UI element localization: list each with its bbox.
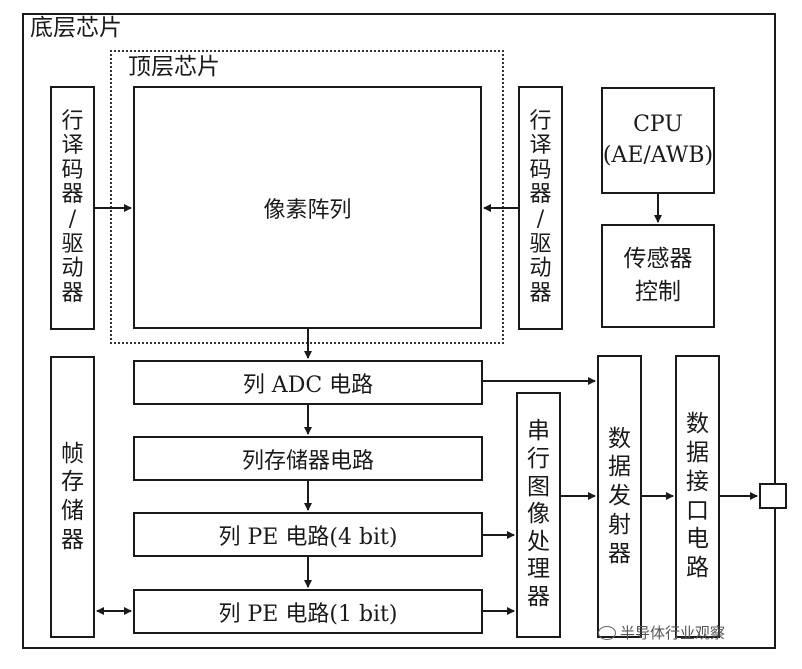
serial-proc-char: 图 — [527, 473, 550, 500]
row-decoder-right-char: 器 — [529, 182, 552, 208]
col-memory-circuit: 列存储器电路 — [133, 436, 483, 481]
row-decoder-right-char: / — [536, 207, 545, 232]
sensor-control-label-2: 控制 — [635, 279, 681, 305]
row-decoder-left-char: 器 — [61, 280, 84, 306]
serial-proc-char: 串 — [527, 418, 550, 445]
data-if-char: 数 — [686, 411, 709, 438]
row-decoder-right: 行 译 码 器 / 驱 动 器 — [518, 86, 563, 330]
data-tx-char: 射 — [608, 511, 631, 538]
row-decoder-left-char: 码 — [61, 157, 84, 183]
frame-memory-char: 储 — [61, 498, 84, 524]
watermark: 半导体行业观察 — [598, 622, 725, 643]
sensor-control-label-1: 传感器 — [623, 245, 693, 272]
top-chip-title: 顶层芯片 — [128, 54, 220, 80]
pe-4bit-label: 列 PE 电路(4 bit) — [218, 524, 398, 550]
serial-proc-char: 行 — [527, 446, 550, 473]
data-if-char: 路 — [686, 555, 709, 581]
data-tx-char: 数 — [608, 425, 631, 452]
row-decoder-left: 行 译 码 器 / 驱 动 器 — [50, 86, 95, 330]
pe-1bit-label: 列 PE 电路(1 bit) — [218, 601, 398, 627]
pe-4bit-circuit: 列 PE 电路(4 bit) — [133, 512, 483, 557]
data-tx-char: 器 — [608, 540, 631, 567]
data-interface-circuit: 数 据 接 口 电 路 — [675, 355, 720, 638]
wechat-icon — [598, 625, 616, 640]
row-decoder-left-char: 译 — [61, 133, 84, 159]
sensor-control-block: 传感器 控制 — [601, 224, 715, 328]
serial-proc-char: 理 — [527, 556, 550, 583]
row-decoder-left-char: 行 — [61, 108, 84, 134]
row-decoder-right-char: 器 — [529, 280, 552, 306]
data-if-char: 据 — [686, 440, 709, 466]
serial-proc-char: 器 — [527, 583, 550, 610]
row-decoder-right-char: 译 — [529, 133, 552, 159]
frame-memory-char: 帧 — [61, 440, 84, 467]
cpu-block: CPU (AE/AWB) — [601, 87, 715, 194]
pe-1bit-circuit: 列 PE 电路(1 bit) — [133, 589, 483, 634]
row-decoder-left-char: 动 — [61, 256, 84, 282]
frame-memory-char: 存 — [61, 469, 84, 496]
frame-memory-char: 器 — [61, 526, 84, 553]
col-adc-circuit: 列 ADC 电路 — [133, 360, 483, 405]
watermark-text: 半导体行业观察 — [620, 624, 726, 642]
data-transmitter: 数 据 发 射 器 — [597, 355, 642, 638]
row-decoder-right-char: 码 — [529, 157, 552, 183]
pixel-array-label: 像素阵列 — [263, 197, 352, 223]
data-tx-char: 据 — [608, 454, 631, 481]
row-decoder-left-char: 器 — [61, 182, 84, 208]
row-decoder-right-char: 动 — [529, 256, 552, 282]
cpu-sublabel: (AE/AWB) — [602, 142, 714, 168]
row-decoder-right-char: 驱 — [529, 231, 552, 257]
output-pin — [759, 483, 787, 509]
col-memory-label: 列存储器电路 — [241, 448, 374, 474]
row-decoder-right-char: 行 — [529, 108, 552, 134]
row-decoder-left-char: 驱 — [61, 231, 84, 257]
col-adc-label: 列 ADC 电路 — [242, 372, 374, 398]
cpu-label: CPU — [633, 111, 683, 137]
serial-image-processor: 串 行 图 像 处 理 器 — [516, 392, 561, 638]
data-if-char: 接 — [686, 468, 709, 495]
pixel-array: 像素阵列 — [133, 86, 482, 329]
data-tx-char: 发 — [608, 483, 631, 510]
data-if-char: 电 — [686, 526, 709, 553]
serial-proc-char: 像 — [527, 501, 550, 528]
bottom-chip-title: 底层芯片 — [30, 15, 122, 41]
row-decoder-left-char: / — [68, 207, 77, 232]
frame-memory: 帧 存 储 器 — [50, 356, 95, 638]
serial-proc-char: 处 — [527, 528, 550, 555]
data-if-char: 口 — [686, 497, 709, 524]
